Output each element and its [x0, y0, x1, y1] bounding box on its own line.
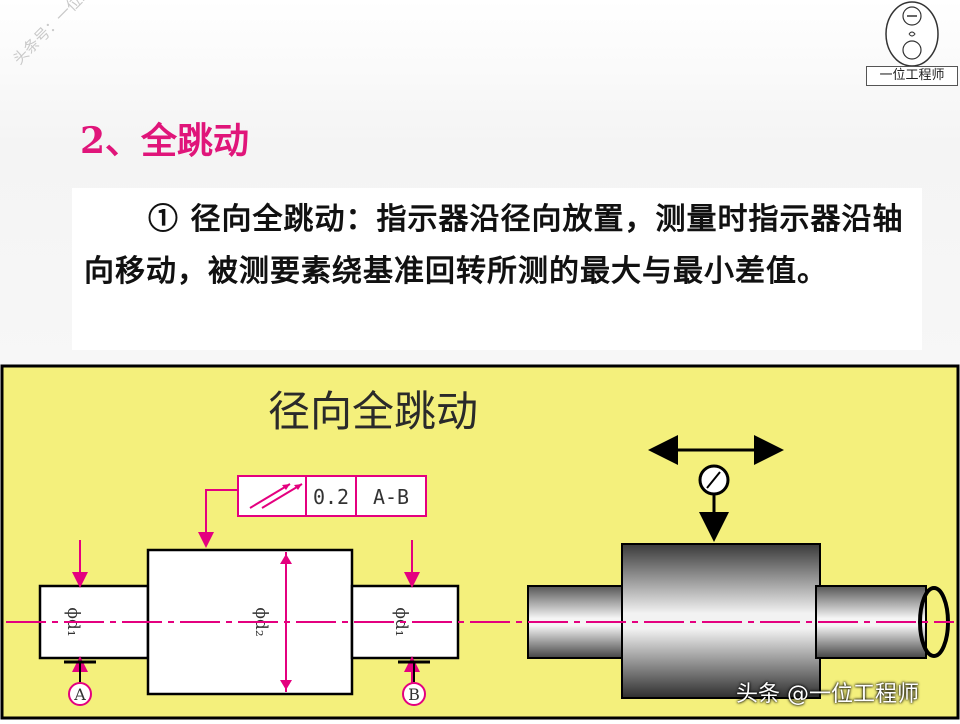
tolerance-value: 0.2: [313, 485, 349, 509]
logo: 一位工程师: [866, 0, 958, 88]
logo-seal-icon: [885, 1, 939, 67]
datum-b-symbol: B: [398, 660, 430, 706]
figure-title: 径向全跳动: [268, 387, 478, 436]
credit-watermark: 头条 @一位工程师: [736, 682, 919, 707]
dial-indicator-icon: [648, 435, 784, 542]
datum-a-symbol: A: [64, 660, 96, 706]
logo-caption: 一位工程师: [866, 66, 958, 86]
radial-runout-diagram: 径向全跳动 0.2 A-B: [0, 364, 960, 720]
datum-a-label: A: [73, 685, 86, 704]
total-runout-symbol-icon: [249, 483, 303, 509]
definition-paragraph: ① 径向全跳动：指示器沿径向放置，测量时指示器沿轴向移动，被测要素绕基准回转所测…: [84, 202, 904, 289]
leader-line: [198, 489, 238, 548]
datum-reference: A-B: [373, 485, 409, 509]
section-heading: 2、全跳动: [80, 120, 250, 162]
text-box: ① 径向全跳动：指示器沿径向放置，测量时指示器沿轴向移动，被测要素绕基准回转所测…: [72, 188, 922, 350]
datum-b-label: B: [408, 685, 420, 704]
feature-control-frame: 0.2 A-B: [237, 475, 427, 517]
